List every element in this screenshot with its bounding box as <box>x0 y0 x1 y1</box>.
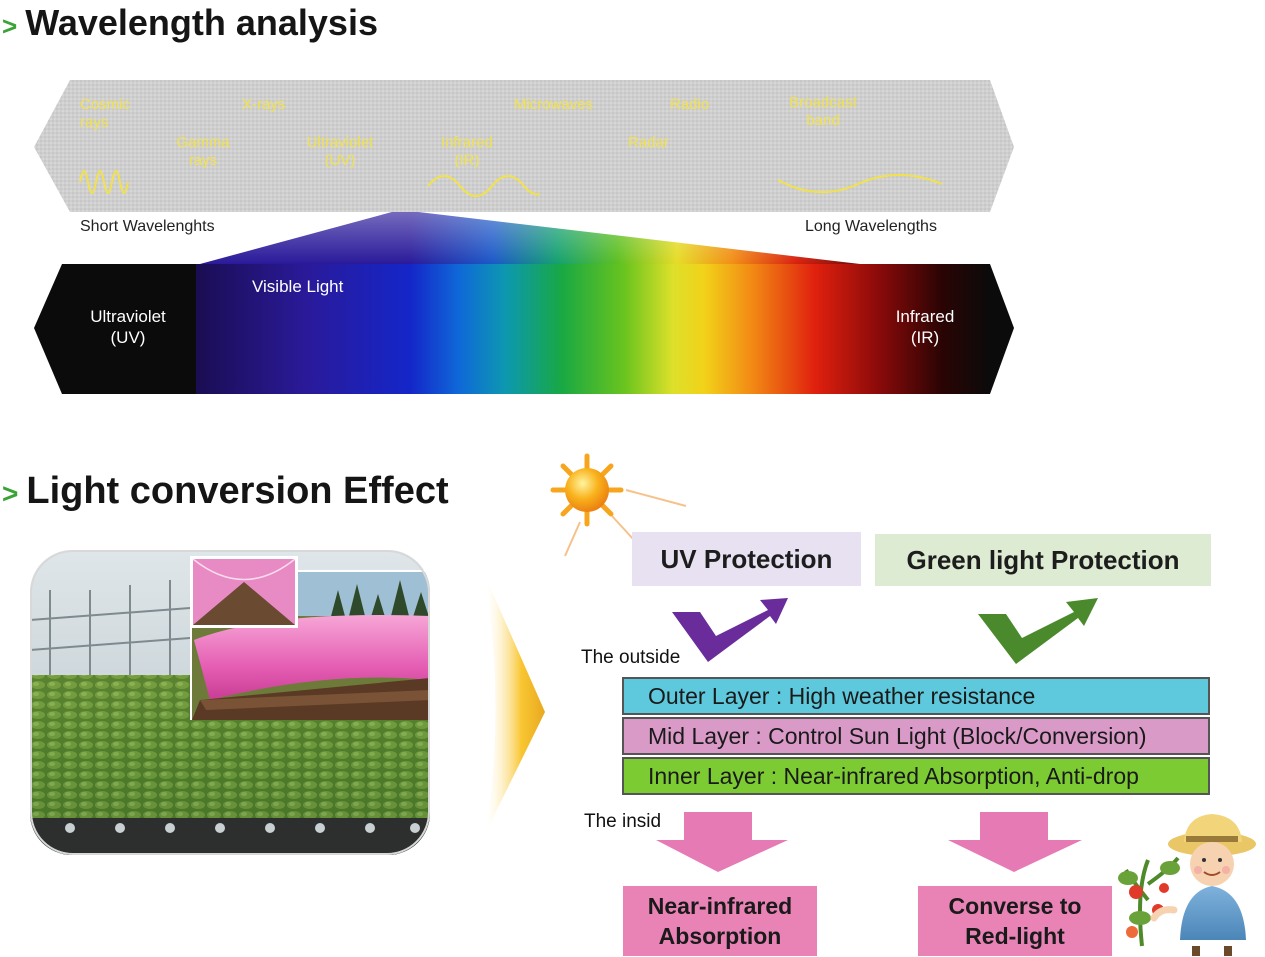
down-arrow-left <box>656 812 788 872</box>
em-label-infrared: Infrared(IR) <box>441 134 493 169</box>
inside-label: The insid <box>584 811 662 832</box>
uv-check-icon <box>672 598 788 662</box>
greenhouse-photo <box>30 550 430 855</box>
visible-light-fan-shade <box>200 212 860 264</box>
em-label-ultraviolet: Ultraviolet(UV) <box>306 134 374 169</box>
uv-protection-box: UV Protection <box>632 532 861 586</box>
em-label-radar: Radar <box>628 134 669 151</box>
green-light-protection-box: Green light Protection <box>875 534 1211 586</box>
outside-label: The outside <box>581 647 681 668</box>
em-spectrum-band <box>34 80 1014 212</box>
inner-layer: Inner Layer : Near-infrared Absorption, … <box>622 757 1210 795</box>
sun-icon <box>550 453 624 527</box>
em-label-radio: Radio <box>670 96 710 113</box>
em-label-microwaves: Microwaves <box>514 96 594 113</box>
long-wavelengths-label: Long Wavelengths <box>805 218 937 235</box>
visible-spectrum <box>196 264 990 394</box>
farmer-icon <box>1118 814 1256 956</box>
chevron-right-icon: > <box>2 11 18 41</box>
conversion-diagram <box>486 453 1256 956</box>
visible-light-label: Visible Light <box>252 277 344 296</box>
radio-wave <box>777 174 943 194</box>
em-label-x-rays: X-rays <box>242 96 286 113</box>
mid-layer: Mid Layer : Control Sun Light (Block/Con… <box>622 717 1210 755</box>
chevron-right-icon: > <box>2 478 19 509</box>
wavelength-section-title: >Wavelength analysis <box>2 2 378 43</box>
infrared-wave <box>427 175 541 197</box>
light-conversion-section-title: >Light conversion Effect <box>2 470 449 512</box>
outer-layer: Outer Layer : High weather resistance <box>622 677 1210 715</box>
sun-rays <box>564 489 687 557</box>
short-wavelengths-label: Short Wavelenghts <box>80 218 215 235</box>
yellow-arrow <box>486 578 545 832</box>
down-arrow-right <box>948 812 1082 872</box>
green-check-icon <box>978 598 1098 664</box>
ir-band-label: Infrared(IR) <box>895 307 955 347</box>
uv-band-label: Ultraviolet(UV) <box>90 307 166 347</box>
cosmic-wave <box>79 170 129 194</box>
spectrum-diagram <box>34 80 1014 394</box>
